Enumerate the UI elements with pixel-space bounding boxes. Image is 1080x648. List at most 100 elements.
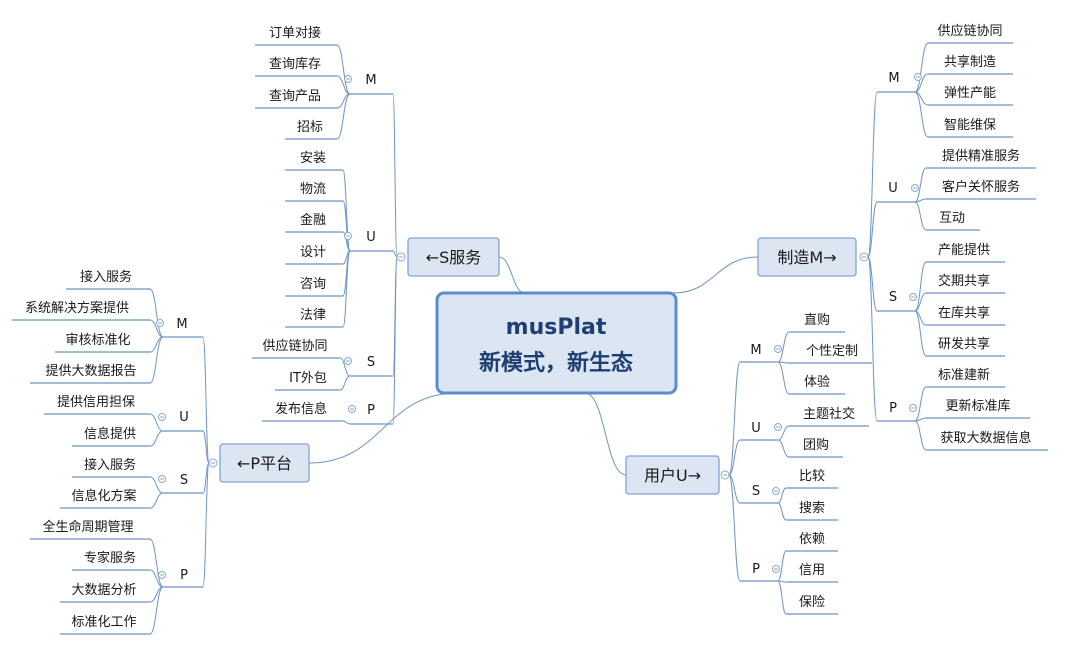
leaf-node[interactable]: 交期共享: [926, 273, 1005, 294]
leaf-node[interactable]: 发布信息: [262, 401, 343, 422]
u-user-group-s[interactable]: S: [740, 484, 780, 504]
leaf-node[interactable]: 查询产品: [255, 89, 337, 109]
connector-branch-group: [202, 462, 210, 588]
leaf-node[interactable]: 研发共享: [926, 336, 1005, 357]
leaf-node[interactable]: 信息化方案: [60, 488, 150, 509]
leaf-node[interactable]: 互动: [926, 211, 980, 231]
leaf-node[interactable]: 金融: [285, 212, 343, 233]
branch-p-platform[interactable]: ←P平台: [219, 443, 310, 483]
branch-p-platform-box[interactable]: [219, 443, 310, 483]
leaf-node[interactable]: 专家服务: [72, 550, 150, 571]
leaf-node[interactable]: 在库共享: [926, 305, 1005, 326]
central-topic[interactable]: musPlat 新模式，新生态: [435, 291, 678, 395]
leaf-node[interactable]: 供应链协同: [928, 23, 1013, 44]
branch-u-user-box[interactable]: [625, 455, 720, 495]
collapse-icon[interactable]: [348, 405, 356, 413]
central-topic-box[interactable]: [435, 291, 678, 395]
leaf-node[interactable]: 更新标准库: [926, 398, 1030, 419]
leaf-node[interactable]: 接入服务: [72, 457, 150, 478]
leaf-node[interactable]: 招标: [285, 120, 337, 140]
u-user-group-p[interactable]: P: [740, 562, 780, 582]
p-platform-group-m[interactable]: M: [156, 317, 204, 338]
collapse-icon[interactable]: [156, 319, 164, 327]
s-service-group-s[interactable]: S: [344, 355, 394, 377]
u-user-group-u[interactable]: U: [740, 421, 782, 441]
leaf-node[interactable]: 审核标准化: [55, 333, 150, 353]
leaf-node[interactable]: 物流: [285, 182, 343, 202]
p-platform-group-u[interactable]: U: [158, 410, 204, 432]
collapse-icon[interactable]: [158, 413, 166, 421]
collapse-icon[interactable]: [909, 404, 917, 412]
leaf-node[interactable]: 直购: [789, 312, 845, 333]
collapse-icon[interactable]: [859, 252, 869, 262]
collapse-icon[interactable]: [772, 565, 780, 573]
collapse-icon[interactable]: [344, 357, 352, 365]
leaf-node[interactable]: 个性定制: [789, 344, 872, 364]
leaf-node[interactable]: 全生命周期管理: [30, 519, 150, 540]
leaf-node[interactable]: 搜索: [786, 501, 838, 521]
branch-s-service[interactable]: ←S服务: [407, 237, 500, 277]
p-platform-group-s[interactable]: S: [158, 473, 204, 494]
leaf-node[interactable]: 共享制造: [928, 54, 1013, 75]
m-manufacturing-group-p[interactable]: P: [877, 401, 917, 422]
collapse-icon[interactable]: [774, 345, 782, 353]
branch-u-user[interactable]: 用户U→: [625, 455, 720, 495]
branch-m-manufacturing-box[interactable]: [757, 237, 857, 277]
s-service-group-m[interactable]: M: [344, 73, 394, 95]
collapse-icon[interactable]: [909, 293, 917, 301]
leaf-node[interactable]: 提供大数据报告: [30, 363, 150, 384]
leaf-node[interactable]: 产能提供: [926, 242, 1005, 263]
collapse-icon[interactable]: [208, 458, 218, 468]
collapse-icon[interactable]: [158, 475, 166, 483]
u-user-group-m[interactable]: M: [740, 343, 782, 363]
svg-text:依赖: 依赖: [799, 532, 825, 547]
p-platform-group-p[interactable]: P: [158, 568, 204, 588]
leaf-node[interactable]: 标准建新: [926, 367, 1005, 388]
leaf-node[interactable]: 客户关怀服务: [926, 179, 1036, 200]
collapse-icon[interactable]: [774, 423, 782, 431]
leaf-node[interactable]: 信息提供: [72, 426, 150, 447]
m-manufacturing-group-m[interactable]: M: [877, 71, 922, 93]
collapse-icon[interactable]: [914, 73, 922, 81]
collapse-icon[interactable]: [396, 252, 406, 262]
leaf-node[interactable]: 大数据分析: [60, 583, 150, 603]
leaf-node[interactable]: 供应链协同: [252, 338, 340, 359]
leaf-node[interactable]: 依赖: [786, 532, 838, 552]
leaf-node[interactable]: 团购: [789, 437, 843, 458]
leaf-node[interactable]: 查询库存: [255, 56, 337, 77]
leaf-node[interactable]: 安装: [285, 151, 343, 171]
leaf-node[interactable]: 体验: [789, 374, 845, 395]
branch-m-manufacturing[interactable]: 制造M→: [757, 237, 857, 277]
leaf-node[interactable]: 保险: [786, 595, 838, 615]
leaf-node[interactable]: 弹性产能: [928, 86, 1013, 106]
leaf-node[interactable]: IT外包: [275, 371, 340, 391]
connector-line: [149, 336, 164, 384]
collapse-icon[interactable]: [772, 487, 780, 495]
leaf-node[interactable]: 设计: [285, 245, 343, 265]
leaf-node[interactable]: 订单对接: [255, 25, 337, 46]
leaf-node[interactable]: 主题社交: [789, 406, 869, 427]
collapse-icon[interactable]: [344, 232, 352, 240]
leaf-node[interactable]: 系统解决方案提供: [12, 300, 150, 321]
s-service-group-u[interactable]: U: [344, 230, 394, 252]
s-service-group-p[interactable]: P: [348, 403, 394, 425]
leaf-node[interactable]: 咨询: [285, 277, 343, 297]
leaf-node[interactable]: 获取大数据信息: [926, 430, 1048, 451]
collapse-icon[interactable]: [911, 184, 919, 192]
leaf-node[interactable]: 智能维保: [928, 118, 1013, 138]
leaf-node[interactable]: 接入服务: [66, 269, 150, 290]
leaf-node[interactable]: 提供精准服务: [926, 148, 1036, 169]
collapse-icon[interactable]: [720, 470, 730, 480]
leaf-node[interactable]: 标准化工作: [60, 615, 150, 635]
leaf-node[interactable]: 法律: [285, 308, 343, 328]
branch-s-service-label: ←S服务: [426, 248, 482, 267]
collapse-icon[interactable]: [158, 571, 166, 579]
collapse-icon[interactable]: [344, 75, 352, 83]
m-manufacturing-group-u[interactable]: U: [877, 181, 919, 203]
connector-central-s-service: [498, 256, 526, 294]
leaf-node[interactable]: 提供信用担保: [44, 394, 150, 415]
m-manufacturing-group-s[interactable]: S: [877, 290, 917, 312]
leaf-node[interactable]: 信用: [786, 563, 838, 583]
leaf-node[interactable]: 比较: [786, 469, 838, 489]
branch-s-service-box[interactable]: [407, 237, 500, 277]
